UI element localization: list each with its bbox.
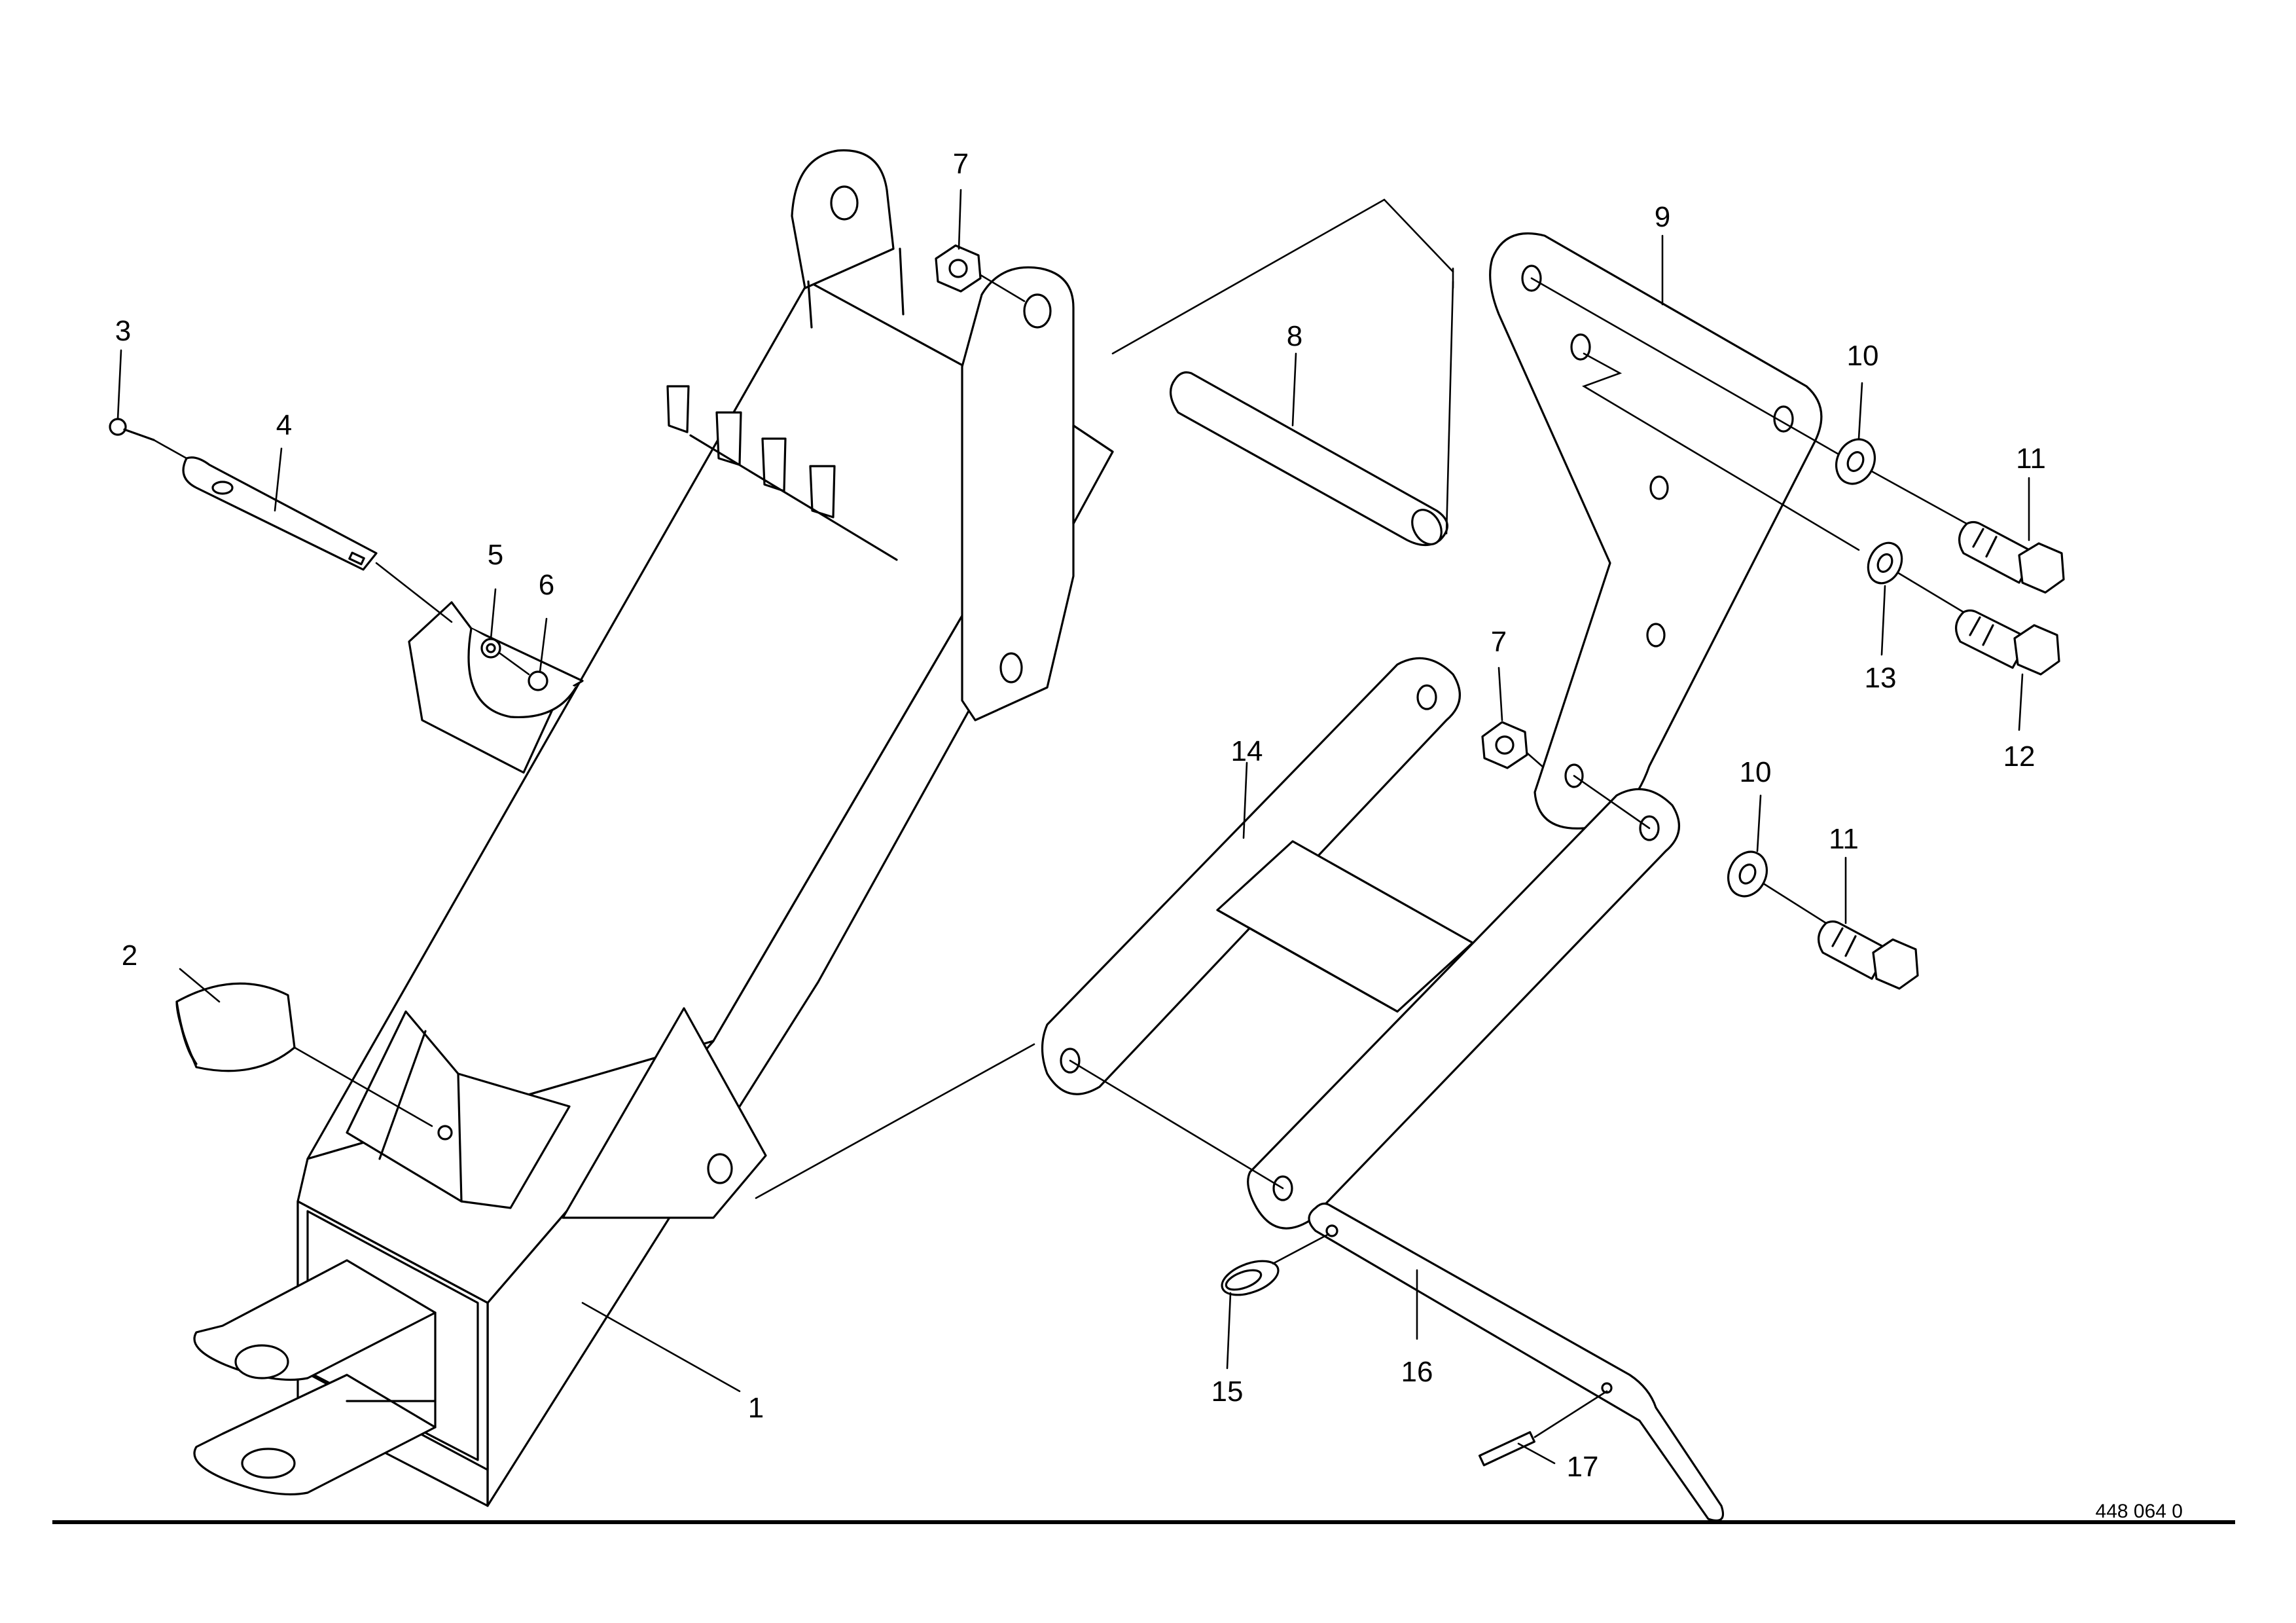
locking-pin-assembly [109, 418, 548, 691]
callout-17: 17 [1567, 1451, 1599, 1483]
lock-nut-top [935, 244, 1026, 302]
callout-10-top: 10 [1847, 340, 1879, 372]
lock-nut-lower [1481, 721, 1566, 787]
callout-12: 12 [2003, 740, 2036, 773]
callout-10-lower: 10 [1740, 756, 1772, 788]
leader-lines [117, 189, 2030, 1465]
drawing-number: 448 064 0 [2096, 1501, 2183, 1522]
end-cap [175, 982, 433, 1127]
callout-8: 8 [1287, 320, 1302, 352]
callout-1: 1 [748, 1392, 764, 1424]
washer-top [1835, 438, 1968, 525]
pivot-shaft [1170, 280, 1454, 547]
bolt-long [1955, 609, 2060, 676]
handle-pin [1308, 1202, 1725, 1522]
callout-16: 16 [1401, 1356, 1433, 1388]
callout-4: 4 [276, 409, 292, 441]
callout-3: 3 [115, 315, 131, 347]
callout-5: 5 [488, 539, 503, 571]
hinge-bracket [1111, 198, 1860, 830]
callout-6: 6 [539, 569, 554, 601]
callout-15: 15 [1211, 1376, 1244, 1408]
spring-clip [1221, 1233, 1330, 1296]
callout-11-lower: 11 [1829, 823, 1859, 855]
callout-13: 13 [1865, 662, 1897, 694]
lock-washer [1867, 541, 1965, 613]
callout-9: 9 [1655, 201, 1670, 233]
callout-14: 14 [1231, 735, 1263, 767]
washer-lower [1727, 850, 1827, 924]
callout-7-lower: 7 [1491, 626, 1507, 658]
callout-11-top: 11 [2016, 443, 2046, 475]
spring-pin [1478, 1390, 1608, 1467]
link-frame [755, 657, 1680, 1230]
bolt-top [1958, 520, 2065, 594]
callout-labels: 1 2 3 4 5 6 7 7 8 9 10 10 11 11 12 13 14… [115, 148, 2046, 1483]
callout-2: 2 [122, 939, 137, 972]
bolt-lower [1818, 920, 1919, 990]
drawbar-frame [193, 149, 1114, 1507]
callout-7-top: 7 [953, 148, 969, 180]
